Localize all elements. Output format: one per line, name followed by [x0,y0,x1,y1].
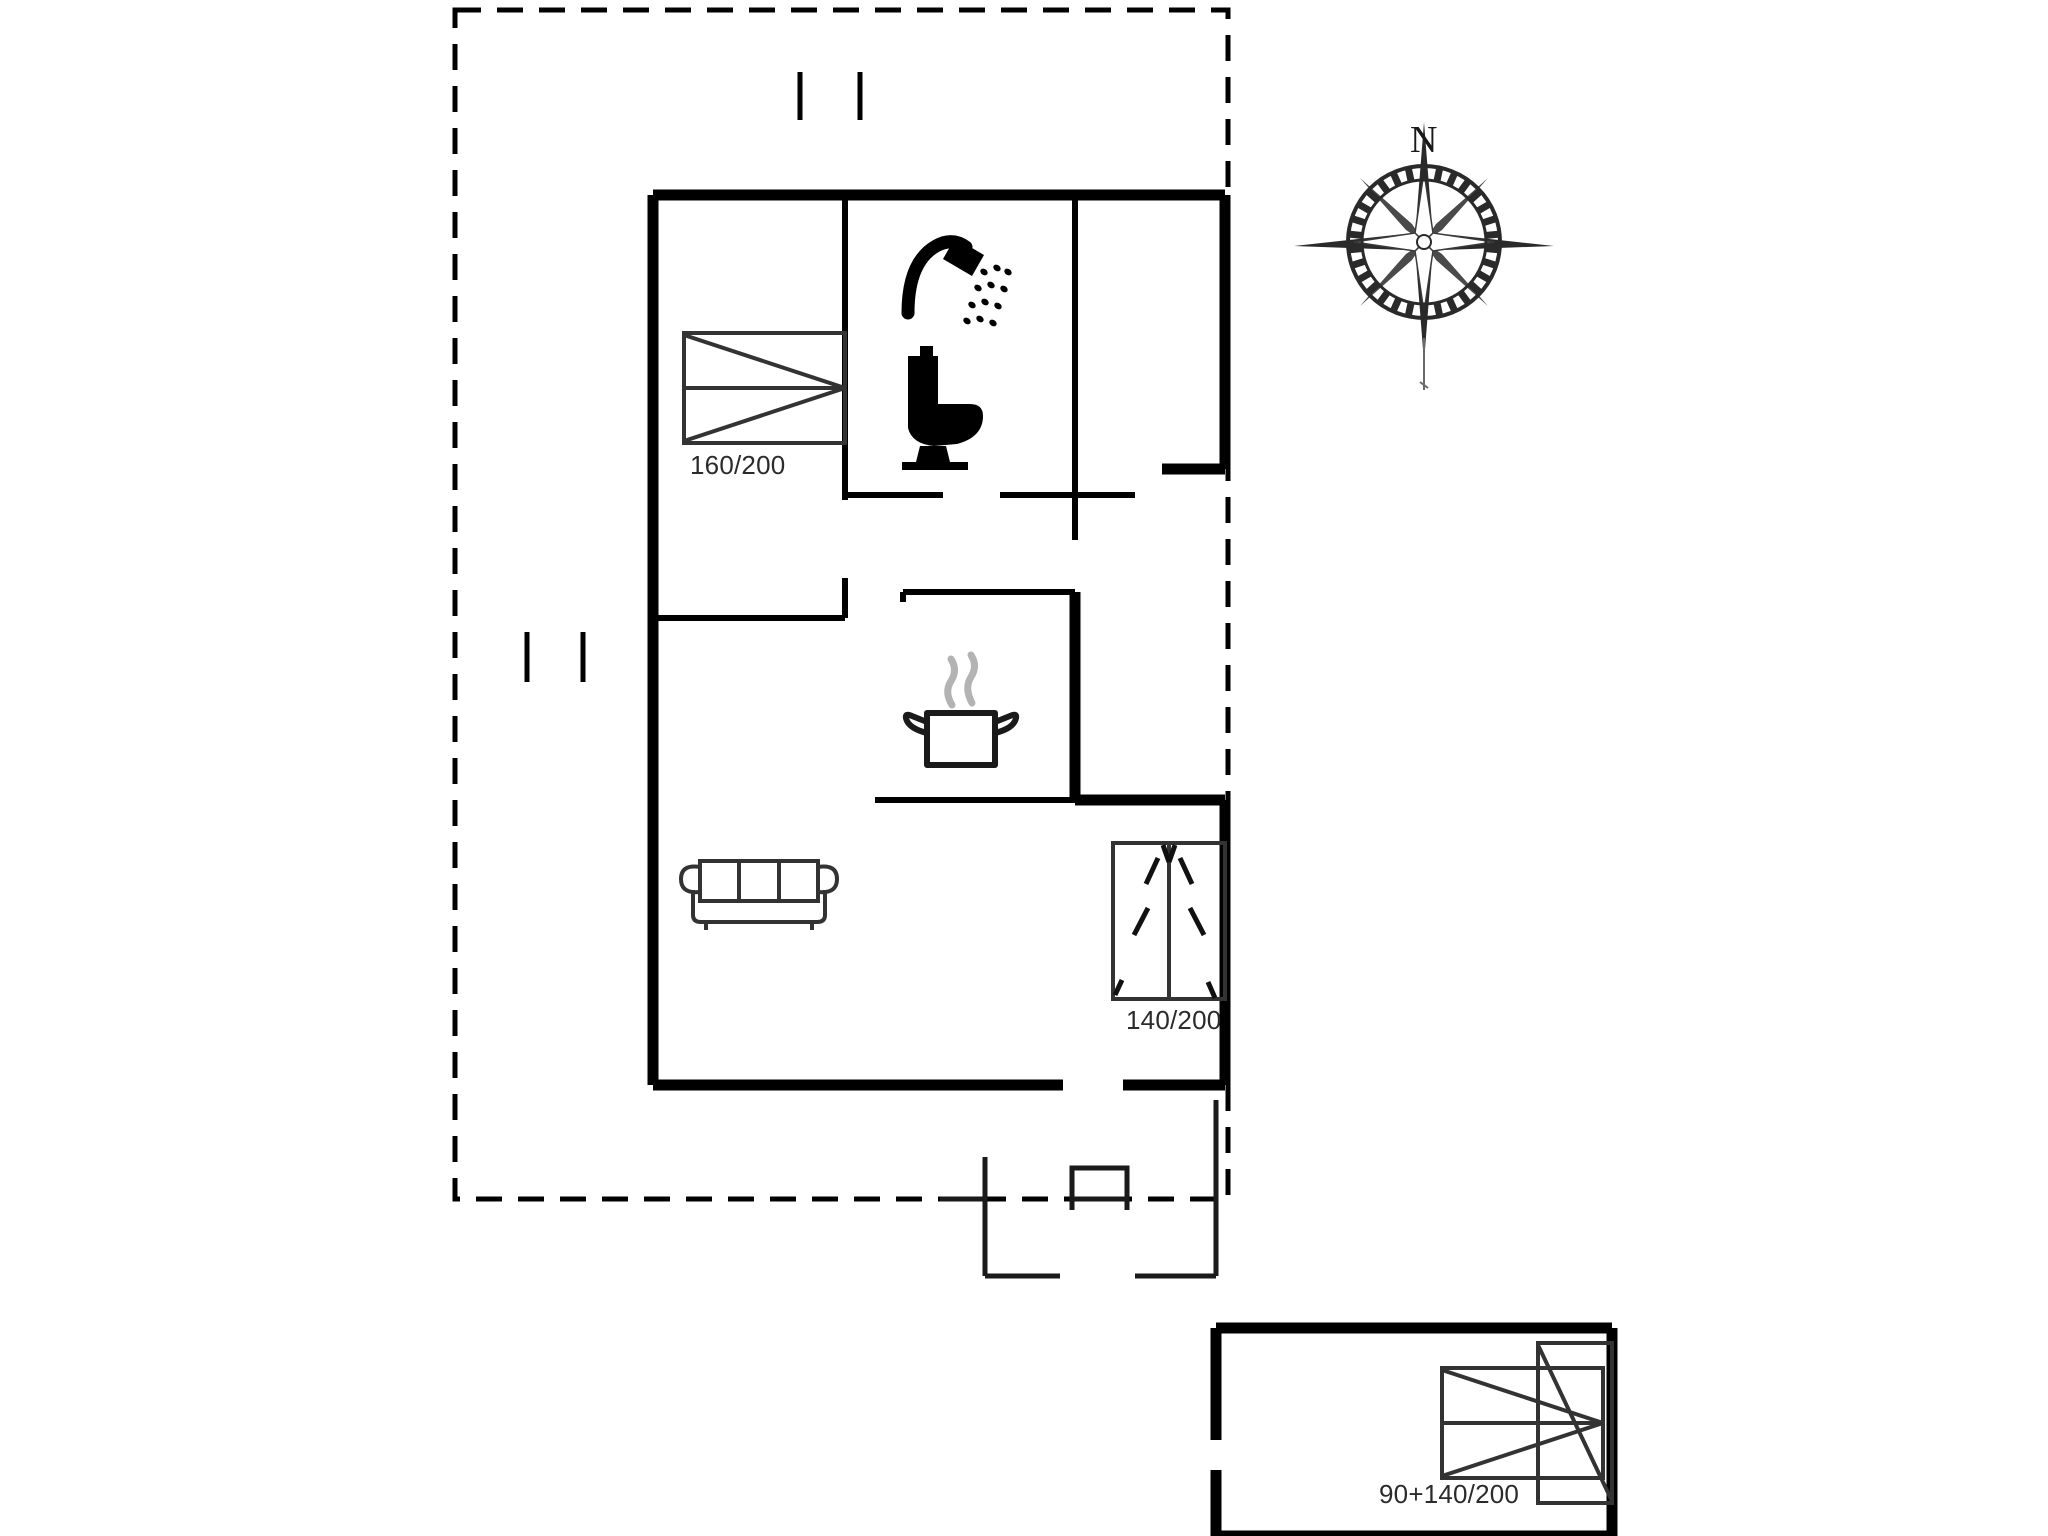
toilet-icon [902,346,983,470]
bed-label-master: 160/200 [690,450,786,480]
bed-label-annex: 90+140/200 [1379,1479,1520,1509]
cooking-pot-icon [902,651,1020,768]
single-bed-icon-annex [1536,1341,1614,1505]
bed-label-second: 140/200 [1126,1005,1222,1035]
window-marker-north [797,72,863,120]
double-bed-icon-second [1111,841,1227,1001]
compass-rose-icon [1294,122,1554,390]
shower-icon [901,235,1012,327]
double-bed-icon-annex [1440,1366,1605,1480]
terrace-step-notch [1069,1165,1130,1210]
terrace-outline [940,1100,1219,1279]
window-marker-west [524,632,586,682]
double-bed-icon-second-duvet-strokes [1112,844,1218,1000]
plot-boundary-dashed [452,7,1231,1202]
sofa-icon [678,859,840,930]
interior-partitions [653,195,1135,803]
building-outer-walls [647,189,1231,1091]
double-bed-icon-master [682,331,847,445]
compass-north-label: N [1410,119,1438,161]
